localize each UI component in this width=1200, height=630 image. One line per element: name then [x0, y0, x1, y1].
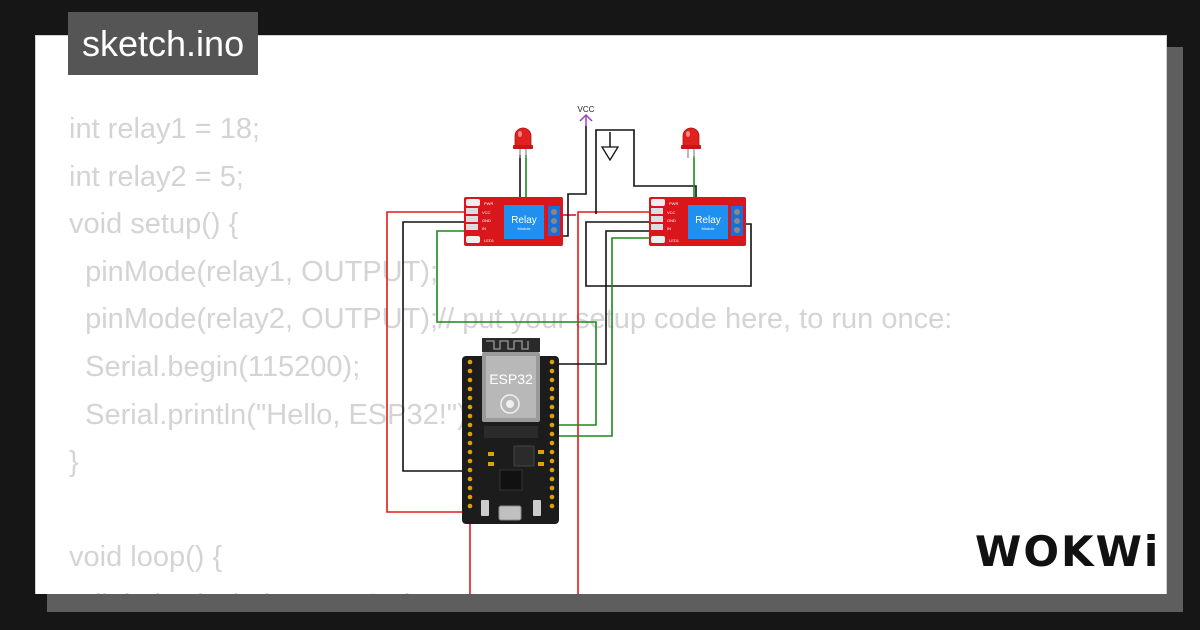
- relay1-pin-in: IN: [482, 226, 486, 231]
- code-line: int relay2 = 5;: [69, 160, 244, 193]
- relay2-label: Relay: [695, 215, 721, 226]
- code-editor[interactable]: int relay1 = 18; int relay2 = 5; void setu…: [69, 106, 953, 594]
- relay1-pin-pwr: PWR: [484, 201, 493, 206]
- relay2-pin-led: LED1: [669, 238, 680, 243]
- code-line: }: [69, 446, 79, 479]
- ground-icon: [600, 132, 620, 162]
- vcc-label: VCC: [578, 105, 595, 114]
- vcc-icon: [579, 113, 593, 126]
- code-line: pinMode(relay2, OUTPUT);// put your setu…: [69, 303, 953, 336]
- esp32-board[interactable]: ESP32: [462, 338, 559, 524]
- code-line: int relay1 = 18;: [69, 113, 261, 145]
- file-tab[interactable]: sketch.ino: [68, 12, 259, 75]
- led-2[interactable]: [681, 127, 701, 158]
- code-line: pinMode(relay1, OUTPUT);: [69, 255, 439, 288]
- code-line: void loop() {: [69, 541, 223, 574]
- relay2-sublabel: Module: [701, 226, 715, 231]
- relay2-pin-vcc: VCC: [667, 210, 676, 215]
- code-line: Serial.println("Hello, ESP32!");: [69, 398, 475, 431]
- code-line: void setup() {: [69, 208, 239, 241]
- relay2-pin-pwr: PWR: [669, 201, 678, 206]
- relay1-pin-gnd: GND: [482, 218, 491, 223]
- relay2-pin-gnd: GND: [667, 218, 676, 223]
- wokwi-logo: WOKWi: [975, 527, 1161, 576]
- code-line: Serial.begin(115200);: [69, 350, 361, 383]
- relay1-pin-led: LED1: [484, 238, 495, 243]
- code-line: digitalWrite(relay1, HIGH);: [69, 582, 952, 594]
- relay1-pin-vcc: VCC: [482, 210, 491, 215]
- frame-shadow-bottom: [47, 594, 1183, 612]
- relay-module-2[interactable]: PWR VCC GND IN LED1 Relay Module: [649, 197, 746, 246]
- relay2-pin-in: IN: [667, 226, 671, 231]
- esp32-label: ESP32: [489, 371, 533, 387]
- relay1-label: Relay: [511, 215, 537, 226]
- relay-module-1[interactable]: PWR VCC GND IN LED1 Relay Module: [464, 197, 563, 246]
- relay1-sublabel: Module: [517, 226, 531, 231]
- wires: [386, 126, 752, 600]
- led-1[interactable]: [513, 127, 533, 158]
- preview-card: int relay1 = 18; int relay2 = 5; void setu…: [35, 35, 1167, 595]
